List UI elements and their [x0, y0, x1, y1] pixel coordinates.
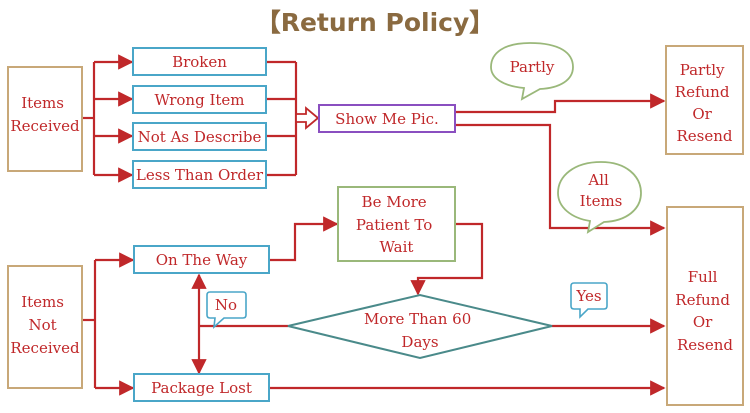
bubble-all-items-line: Items [580, 192, 623, 210]
bubble-yes-label: Yes [575, 287, 601, 305]
node-show-me-pic-label: Show Me Pic. [335, 110, 439, 128]
node-be-more-patient-line: Be More [362, 193, 427, 211]
node-items-not-received-line: Not [29, 316, 57, 334]
node-be-more-patient-line: Wait [380, 238, 414, 256]
node-wrong-item: Wrong Item [132, 85, 267, 114]
node-on-the-way: On The Way [133, 245, 270, 274]
svg-text:Full Refund Or: Full Refund Or Resend [675, 268, 734, 354]
node-package-lost-label: Package Lost [151, 379, 252, 397]
node-full-refund: Full Refund Or Resend [666, 206, 744, 406]
node-wrong-item-label: Wrong Item [154, 91, 244, 109]
bubble-all-items-line: All [587, 171, 609, 189]
node-less-than-order: Less Than Order [132, 160, 267, 189]
node-not-as-describe-label: Not As Describe [138, 128, 262, 146]
node-full-refund-line: Full [688, 268, 718, 286]
svg-text:Be More Patient To: Be More Patient To Wait [356, 193, 437, 256]
node-items-received-line: Items [21, 94, 64, 112]
bubble-partly-label: Partly [510, 58, 555, 76]
svg-text:Items Received: Items Received [10, 94, 80, 135]
node-broken: Broken [132, 47, 267, 76]
node-items-received-line: Received [10, 117, 80, 135]
bubble-all-items: All Items [557, 161, 642, 234]
node-be-more-patient-line: Patient To [356, 216, 432, 234]
node-more-than-60-days-line: Days [401, 333, 438, 351]
svg-text:Items Not Received: Items Not Received [10, 293, 80, 357]
node-items-received: Items Received [7, 66, 83, 172]
node-more-than-60-days: More Than 60 Days [287, 293, 553, 360]
merge-arrow-icon [295, 106, 320, 130]
node-package-lost: Package Lost [133, 373, 270, 402]
svg-text:Partly Refund Or: Partly Refund Or Resend [675, 61, 734, 145]
node-full-refund-line: Refund [675, 291, 730, 309]
node-partly-refund: Partly Refund Or Resend [665, 45, 744, 155]
node-items-not-received-line: Items [21, 293, 64, 311]
node-more-than-60-days-line: More Than 60 [364, 310, 471, 328]
node-partly-refund-line: Resend [676, 127, 732, 145]
node-be-more-patient: Be More Patient To Wait [337, 186, 456, 262]
node-partly-refund-line: Refund [675, 83, 730, 101]
node-partly-refund-line: Or [692, 105, 712, 123]
page-title: 【Return Policy】 [256, 8, 495, 37]
node-partly-refund-line: Partly [680, 61, 725, 79]
node-broken-label: Broken [172, 53, 227, 71]
svg-text:All Items: All Items [580, 171, 623, 210]
bubble-no-label: No [215, 296, 237, 314]
node-not-as-describe: Not As Describe [132, 122, 267, 151]
node-items-not-received-line: Received [10, 339, 80, 357]
node-full-refund-line: Or [693, 313, 713, 331]
node-items-not-received: Items Not Received [7, 265, 83, 389]
connector-lines [82, 54, 666, 396]
node-show-me-pic: Show Me Pic. [318, 104, 456, 133]
node-less-than-order-label: Less Than Order [136, 166, 264, 184]
bubble-partly: Partly [490, 42, 574, 101]
svg-text:More Than 60 Days: More Than 60 Days [364, 310, 476, 351]
bubble-yes: Yes [570, 282, 608, 319]
node-on-the-way-label: On The Way [156, 251, 248, 269]
node-full-refund-line: Resend [677, 336, 733, 354]
bubble-no: No [206, 291, 247, 330]
